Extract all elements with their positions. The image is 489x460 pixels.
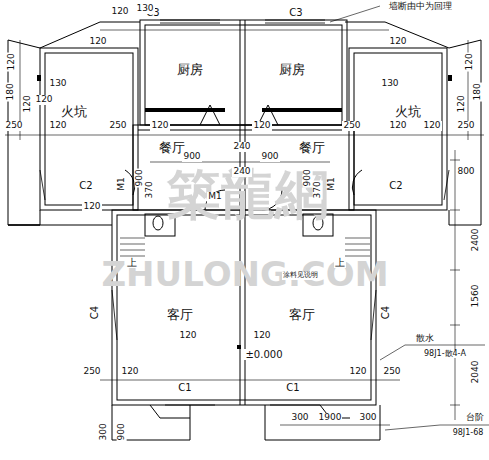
dimension-label: C4 [380,304,391,319]
dimension-label: 120 [388,37,407,47]
room-name: 客厅 [166,308,194,322]
room: 火坑 [394,105,422,119]
room-name: 厨房 [278,63,306,77]
dimension-label: 250 [108,121,127,131]
dimension-label: 370 [145,180,155,199]
dimension-label: 130 [135,4,154,14]
dimension-label: 120 [34,95,53,105]
dimension-label: 130 [380,79,399,89]
dimension-label: 240 [232,142,251,152]
dimension-label: 900 [260,152,279,162]
dimension-label: 300 [290,413,309,423]
dimension-label: 900 [182,152,201,162]
room-name: 火坑 [60,105,88,119]
dimension-label: 120 [422,121,441,131]
dimension-label: 240 [232,167,251,177]
dimension-label: 散水 [415,334,435,344]
dimension-label: 120 [252,331,271,341]
dimension-label: 900 [135,168,145,187]
dimension-label: 130 [48,79,67,89]
dimension-label: C2 [78,180,93,191]
dimension-label: 98J1-散4-A [423,350,467,359]
dimension-label: 120 [457,94,467,113]
dimension-label: 370 [313,180,323,199]
dimension-label: C1 [177,382,192,393]
dimension-label: 120 [82,202,101,212]
dimension-label: 台阶 [465,413,485,423]
dimension-label: C4 [89,304,100,319]
dimension-label: 120 [388,121,407,131]
dimension-label: 250 [342,121,361,131]
dimension-label: 1900 [318,413,343,423]
dimension-label: M1 [117,176,127,192]
dimension-label: 120 [150,121,169,131]
dimension-label: M1 [207,192,223,202]
dimension-label: 300 [99,422,109,441]
dimension-label: 120 [110,7,129,17]
dimension-label: 800 [456,167,475,177]
dimension-label: 2400 [471,228,481,253]
dimension-label: 120 [23,94,33,113]
room-name: 厨房 [176,63,204,77]
watermark: ZHULONG.COM [100,256,389,293]
dimension-label: 上 [334,257,346,268]
dimension-label: M1 [327,176,337,192]
dimension-label: 120 [7,52,17,71]
dimension-label: 120 [48,121,67,131]
dimension-label: 180 [6,82,16,101]
room: 厨房 [176,63,204,77]
dimension-label: 1560 [471,284,481,309]
room: 餐厅 [298,141,326,155]
dimension-label: 120 [465,52,475,71]
room: 火坑 [60,105,88,119]
dimension-label: 120 [120,367,139,377]
dimension-label: 300 [358,413,377,423]
room: 厨房 [278,63,306,77]
dimension-label: 2040 [471,360,481,385]
dimension-label: 900 [303,168,313,187]
dimension-label: C3 [288,7,303,18]
room-name: 客厅 [288,308,316,322]
dimension-label: C1 [285,382,300,393]
dimension-label: 上 [126,257,138,268]
dimension-label: 250 [382,367,401,377]
dimension-label: 120 [178,331,197,341]
dimension-label: 120 [252,121,271,131]
room-name: 火坑 [394,105,422,119]
dimension-label: 涂料见说明 [282,272,319,280]
dimension-label: 250 [82,367,101,377]
dimension-label: 98J1-68 [452,429,485,438]
room: 客厅 [288,308,316,322]
room: 客厅 [166,308,194,322]
dimension-label: 120 [88,37,107,47]
dimension-label: C2 [388,180,403,191]
dimension-label: 900 [117,422,127,441]
dimension-label: 180 [473,82,483,101]
dimension-label: 120 [348,367,367,377]
dimension-label: 250 [456,121,475,131]
room-name: 餐厅 [298,141,326,155]
dimension-label: 墙断由中为回理 [388,2,453,12]
dimension-label: 250 [4,121,23,131]
dimension-label: ±0.000 [244,349,283,360]
